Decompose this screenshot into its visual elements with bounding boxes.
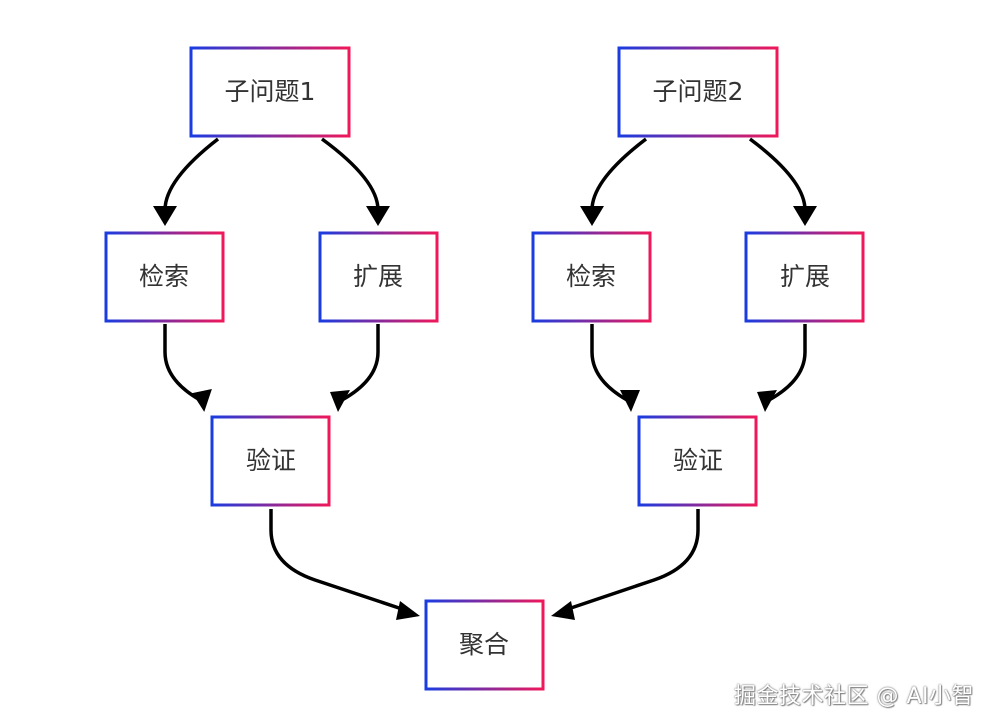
node-retrieve-2: 检索 xyxy=(531,231,652,323)
node-expand-1: 扩展 xyxy=(318,231,439,323)
arrowhead-q1-retrieve1 xyxy=(153,206,177,226)
arrowhead-retrieve1-verify1 xyxy=(192,389,212,412)
arrowhead-verify1-aggregate xyxy=(396,601,420,620)
node-expand-1-label: 扩展 xyxy=(353,262,403,291)
node-verify-2: 验证 xyxy=(637,415,758,507)
edge-q2-to-retrieve2 xyxy=(590,137,648,211)
edge-q1-to-expand1 xyxy=(320,137,380,211)
edge-q1-to-retrieve1 xyxy=(163,137,220,211)
edge-verify2-to-aggregate xyxy=(564,509,700,612)
node-verify-2-label: 验证 xyxy=(673,446,723,475)
node-aggregate-label: 聚合 xyxy=(459,630,509,659)
arrowhead-expand2-verify2 xyxy=(757,390,777,412)
node-subquestion-1-label: 子问题1 xyxy=(225,77,316,106)
node-expand-2: 扩展 xyxy=(744,231,865,323)
arrowhead-retrieve2-verify2 xyxy=(620,390,640,412)
node-expand-2-label: 扩展 xyxy=(780,262,830,291)
node-verify-1-label: 验证 xyxy=(246,446,296,475)
node-retrieve-1-label: 检索 xyxy=(139,262,189,291)
watermark-text: 掘金技术社区 @ AI小智 xyxy=(733,684,974,709)
node-subquestion-2-label: 子问题2 xyxy=(653,77,744,106)
arrowhead-verify2-aggregate xyxy=(551,601,575,620)
nodes-group: 子问题1 子问题2 检索 扩展 检索 扩展 验证 验证 xyxy=(104,46,865,691)
edge-retrieve2-to-verify2 xyxy=(590,324,628,402)
edge-retrieve1-to-verify1 xyxy=(163,324,201,402)
node-retrieve-2-label: 检索 xyxy=(566,262,616,291)
arrowhead-q2-retrieve2 xyxy=(580,206,604,226)
arrowhead-q1-expand1 xyxy=(366,206,390,226)
node-aggregate: 聚合 xyxy=(424,599,545,691)
arrowhead-expand1-verify1 xyxy=(330,390,350,412)
edges-group xyxy=(153,137,817,620)
node-subquestion-2: 子问题2 xyxy=(617,46,779,138)
node-subquestion-1: 子问题1 xyxy=(189,46,351,138)
edge-expand1-to-verify1 xyxy=(341,324,380,402)
node-retrieve-1: 检索 xyxy=(104,231,225,323)
edge-verify1-to-aggregate xyxy=(269,509,406,612)
arrowhead-q2-expand2 xyxy=(793,206,817,226)
edge-expand2-to-verify2 xyxy=(768,324,807,402)
node-verify-1: 验证 xyxy=(210,415,331,507)
edge-q2-to-expand2 xyxy=(748,137,807,211)
